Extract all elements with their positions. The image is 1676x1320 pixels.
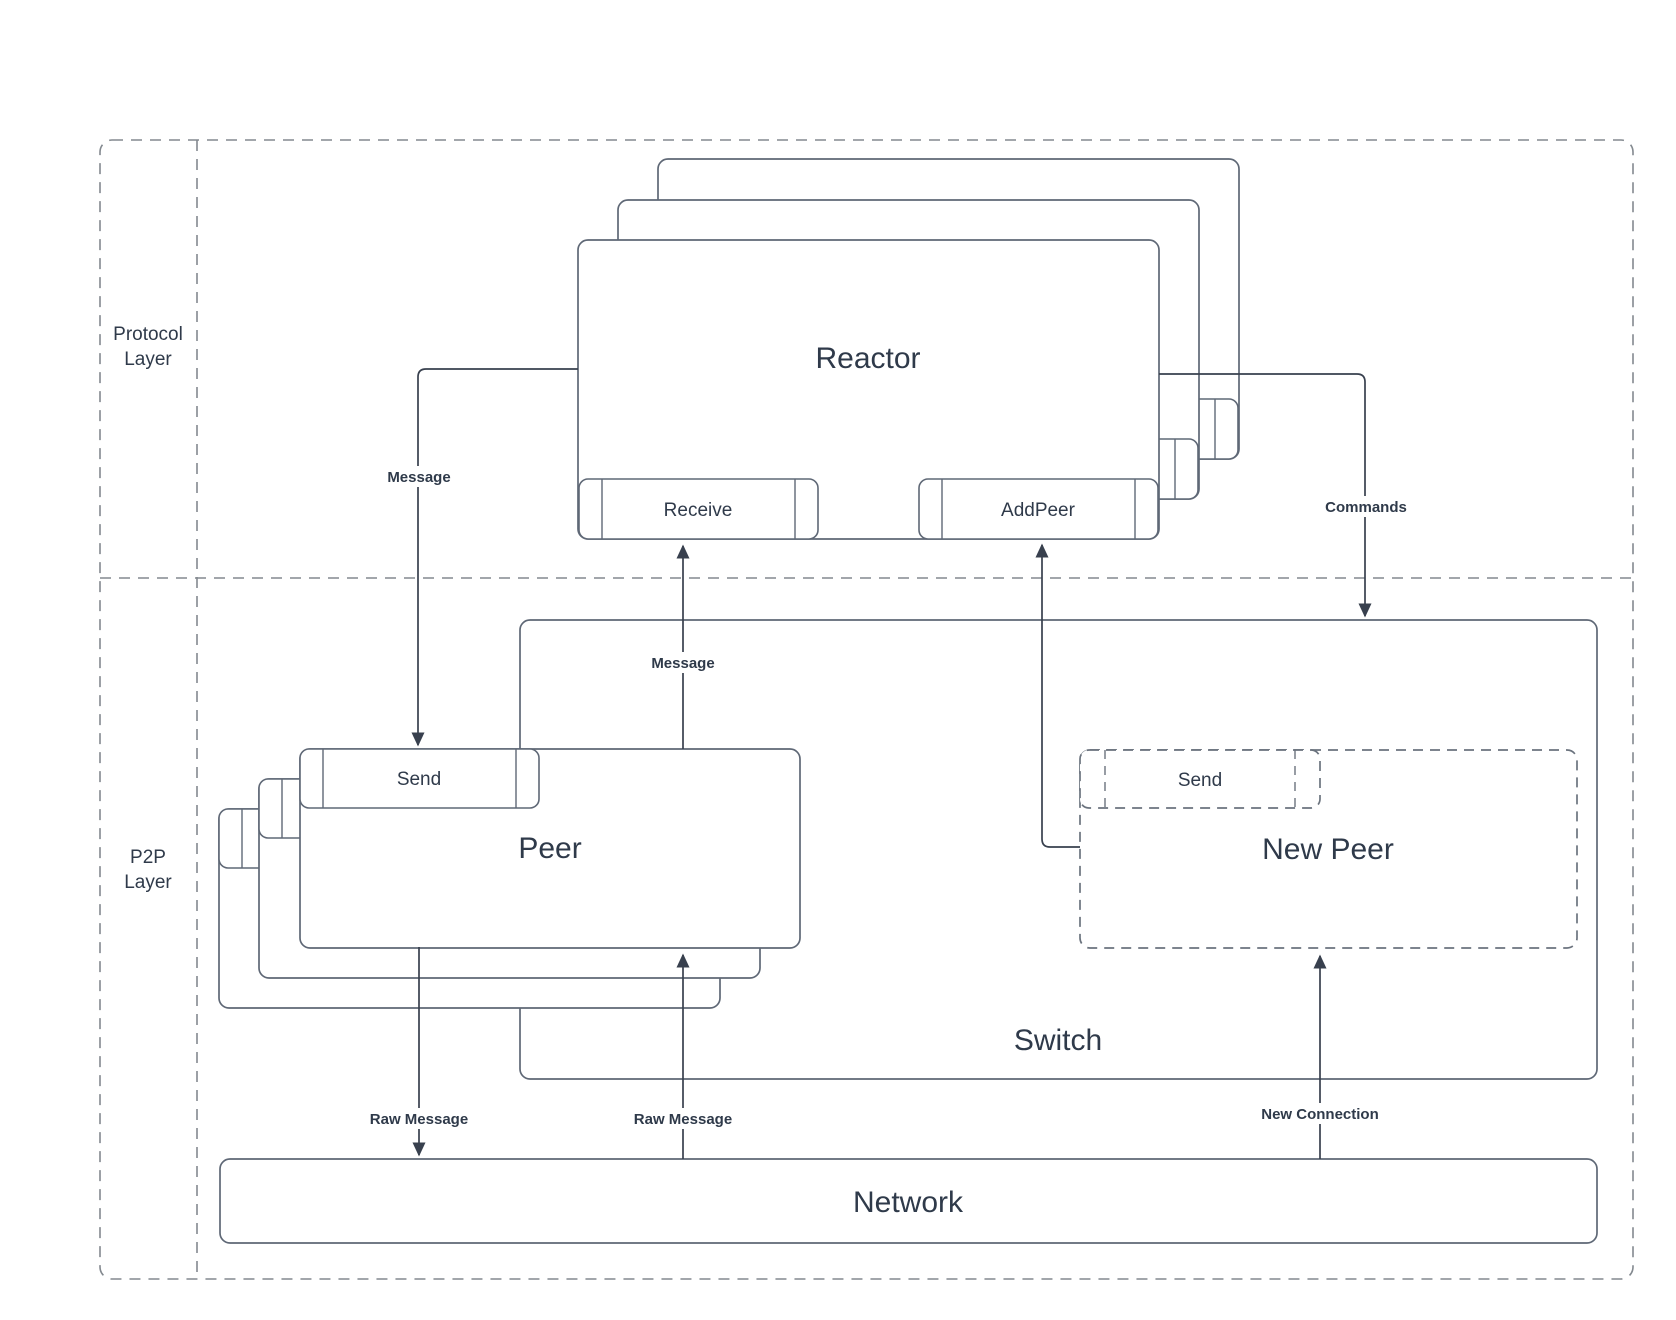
svg-text:New Connection: New Connection	[1261, 1106, 1379, 1123]
network-title: Network	[853, 1186, 964, 1219]
reactor-node: Reactor Receive AddPeer	[577, 239, 1160, 540]
peer-node: Peer Send	[299, 748, 801, 949]
svg-text:Raw Message: Raw Message	[634, 1111, 732, 1128]
addpeer-arrow	[1035, 543, 1080, 848]
raw-message-out-label: Raw Message	[361, 1108, 477, 1129]
send-port-label: Send	[397, 769, 441, 790]
new-peer-node: New Peer Send	[1079, 749, 1578, 949]
send-port: Send	[299, 748, 540, 809]
new-peer-send-label: Send	[1178, 770, 1222, 791]
protocol-layer-label-line2: Layer	[124, 349, 172, 370]
p2p-layer-label-line1: P2P	[130, 847, 166, 868]
svg-text:Commands: Commands	[1325, 499, 1407, 516]
reactor-title: Reactor	[815, 342, 920, 375]
new-peer-title: New Peer	[1262, 833, 1394, 866]
commands-arrow	[1159, 373, 1372, 618]
raw-message-in-label: Raw Message	[625, 1108, 741, 1129]
message-to-peer-arrow	[411, 368, 578, 747]
message-to-peer-label: Message	[377, 466, 461, 487]
switch-title: Switch	[1014, 1024, 1102, 1057]
p2p-layer-label-line2: Layer	[124, 872, 172, 893]
protocol-layer-label-line1: Protocol	[113, 324, 183, 345]
network-node: Network	[219, 1158, 1598, 1244]
receive-port: Receive	[578, 478, 819, 540]
peer-title: Peer	[518, 832, 581, 865]
addpeer-port: AddPeer	[918, 478, 1159, 540]
svg-text:Message: Message	[651, 655, 714, 672]
svg-text:Raw Message: Raw Message	[370, 1111, 468, 1128]
commands-label: Commands	[1317, 496, 1415, 517]
message-to-reactor-label: Message	[641, 652, 725, 673]
receive-port-label: Receive	[664, 500, 733, 521]
svg-text:Message: Message	[387, 469, 450, 486]
new-connection-label: New Connection	[1252, 1103, 1388, 1124]
addpeer-port-label: AddPeer	[1001, 500, 1076, 521]
new-peer-send-port: Send	[1079, 749, 1321, 809]
switch-node: Switch	[519, 619, 1598, 1080]
